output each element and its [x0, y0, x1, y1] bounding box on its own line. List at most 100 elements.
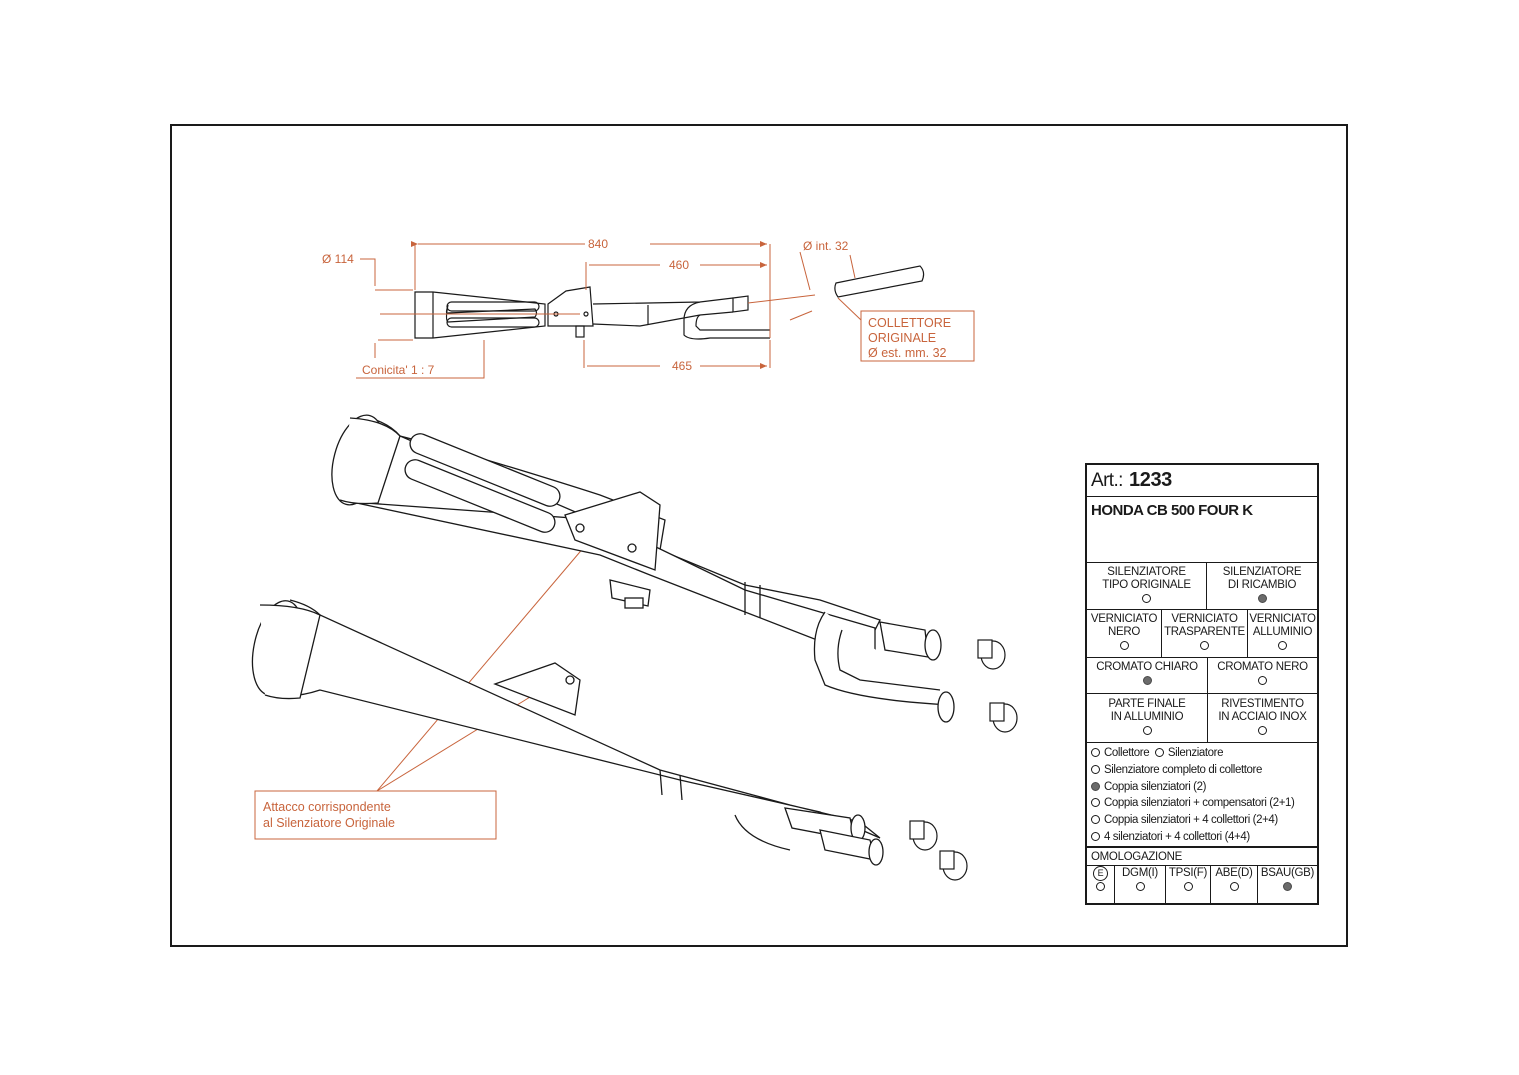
option-label: DI RICAMBIO — [1227, 579, 1297, 592]
dim-465: 465 — [669, 360, 696, 372]
option-label: SILENZIATORE — [1222, 566, 1302, 578]
option-label: ALLUMINIO — [1252, 626, 1313, 639]
option-label: TRASPARENTE — [1164, 626, 1245, 639]
option-label: Silenziatore completo di collettore — [1104, 764, 1262, 776]
attachment-callout: Attacco corrispondente al Silenziatore O… — [263, 800, 395, 831]
article-label: Art.: — [1091, 470, 1123, 491]
silencer-type-row: SILENZIATORE TIPO ORIGINALE SILENZIATORE… — [1087, 563, 1317, 610]
radio-empty-icon — [1278, 640, 1287, 650]
radio-filled-icon — [1142, 675, 1152, 685]
callout-line: Ø est. mm. 32 — [868, 346, 947, 360]
radio-filled-icon — [1257, 593, 1267, 603]
option-four-four[interactable]: 4 silenziatori + 4 collettori (4+4) — [1091, 831, 1250, 844]
chrome-row: CROMATO CHIARO CROMATO NERO — [1087, 658, 1317, 694]
callout-line: COLLETTORE — [868, 316, 952, 330]
chrome-black-option[interactable]: CROMATO NERO — [1208, 658, 1317, 693]
option-label: RIVESTIMENTO — [1221, 698, 1304, 710]
radio-empty-icon — [1142, 593, 1151, 603]
option-label: 4 silenziatori + 4 collettori (4+4) — [1104, 831, 1250, 843]
lower-silencer — [251, 599, 884, 866]
option-label: Coppia silenziatori + 4 collettori (2+4) — [1104, 814, 1278, 826]
radio-empty-icon — [1096, 882, 1105, 892]
silencer-original-option[interactable]: SILENZIATORE TIPO ORIGINALE — [1087, 563, 1207, 609]
callout-line: al Silenziatore Originale — [263, 815, 396, 830]
finish-row: PARTE FINALE IN ALLUMINIO RIVESTIMENTO I… — [1087, 694, 1317, 743]
option-label: CROMATO CHIARO — [1096, 661, 1198, 673]
option-label: VERNICIATO — [1249, 613, 1316, 625]
option-pair-collectors[interactable]: Coppia silenziatori + 4 collettori (2+4) — [1091, 814, 1278, 827]
article-row: Art.: 1233 — [1087, 465, 1317, 497]
option-label: SILENZIATORE — [1107, 566, 1186, 578]
radio-empty-icon — [1091, 815, 1100, 825]
clamps — [909, 639, 1018, 881]
radio-empty-icon — [1119, 640, 1129, 650]
option-label: Collettore — [1104, 747, 1150, 759]
option-label: TIPO ORIGINALE — [1102, 579, 1191, 592]
radio-empty-icon — [1258, 725, 1267, 735]
radio-filled-icon — [1283, 881, 1292, 891]
option-label: TPSI(F) — [1168, 867, 1208, 879]
option-label: BSAU(GB) — [1260, 867, 1315, 879]
paint-transparent-option[interactable]: VERNICIATO TRASPARENTE — [1162, 610, 1248, 657]
homologation-e[interactable]: E — [1087, 865, 1115, 903]
option-pair-compensators[interactable]: Coppia silenziatori + compensatori (2+1) — [1091, 797, 1295, 810]
option-collector[interactable]: Collettore Silenziatore — [1091, 747, 1224, 760]
dim-inner-diameter: Ø int. 32 — [803, 239, 849, 253]
radio-empty-icon — [1200, 640, 1209, 650]
option-label: DGM(I) — [1122, 867, 1158, 879]
option-label: CROMATO NERO — [1217, 661, 1308, 673]
option-complete-silencer[interactable]: Silenziatore completo di collettore — [1091, 764, 1262, 777]
radio-empty-icon — [1135, 881, 1145, 891]
option-label: VERNICIATO — [1171, 613, 1238, 625]
radio-empty-icon — [1229, 881, 1239, 891]
model-name: HONDA CB 500 FOUR K — [1091, 502, 1253, 519]
radio-empty-icon — [1258, 675, 1267, 685]
homologation-tpsi[interactable]: TPSI(F) — [1166, 865, 1211, 903]
option-label: NERO — [1107, 626, 1141, 639]
drawing-frame — [170, 124, 1348, 947]
paint-black-option[interactable]: VERNICIATO NERO — [1087, 610, 1162, 657]
homologation-bsau[interactable]: BSAU(GB) — [1258, 865, 1317, 903]
collector-callout: COLLETTORE ORIGINALE Ø est. mm. 32 — [868, 316, 951, 361]
callout-line: ORIGINALE — [868, 331, 937, 345]
homologation-abe[interactable]: ABE(D) — [1211, 865, 1258, 903]
dim-460: 460 — [666, 259, 693, 271]
finish-stainless-option[interactable]: RIVESTIMENTO IN ACCIAIO INOX — [1208, 694, 1317, 742]
spec-card: Art.: 1233 HONDA CB 500 FOUR K SILENZIAT… — [1085, 463, 1319, 905]
dim-840: 840 — [585, 238, 612, 250]
option-pair[interactable]: Coppia silenziatori (2) — [1091, 781, 1207, 794]
paint-row: VERNICIATO NERO VERNICIATO TRASPARENTE V… — [1087, 610, 1317, 658]
option-label: PARTE FINALE — [1108, 698, 1186, 710]
homologation-title: OMOLOGAZIONE — [1091, 851, 1182, 863]
package-options: Collettore Silenziatore Silenziatore com… — [1087, 743, 1317, 847]
dim-diameter-114: Ø 114 — [322, 252, 354, 266]
upper-silencer — [331, 414, 955, 723]
dimension-lines — [254, 241, 975, 840]
article-number: 1233 — [1129, 469, 1172, 491]
homologation-dgm[interactable]: DGM(I) — [1115, 865, 1166, 903]
option-label: Coppia silenziatori (2) — [1104, 781, 1207, 793]
finish-aluminium-option[interactable]: PARTE FINALE IN ALLUMINIO — [1087, 694, 1208, 742]
radio-empty-icon — [1091, 765, 1100, 775]
radio-empty-icon — [1091, 748, 1100, 758]
divider — [1087, 865, 1317, 866]
chrome-light-option[interactable]: CROMATO CHIARO — [1087, 658, 1208, 693]
option-label: VERNICIATO — [1090, 613, 1158, 625]
paint-aluminium-option[interactable]: VERNICIATO ALLUMINIO — [1248, 610, 1317, 657]
radio-empty-icon — [1091, 832, 1100, 842]
radio-empty-icon — [1091, 798, 1100, 808]
callout-line: Attacco corrispondente — [263, 800, 391, 814]
clamp — [989, 702, 1018, 733]
option-label: IN ALLUMINIO — [1110, 711, 1184, 724]
radio-empty-icon — [1142, 725, 1152, 735]
option-label: Silenziatore — [1167, 747, 1224, 759]
option-label: ABE(D) — [1215, 867, 1253, 879]
radio-empty-icon — [1183, 881, 1193, 891]
radio-empty-icon — [1154, 748, 1164, 758]
silencer-replacement-option[interactable]: SILENZIATORE DI RICAMBIO — [1207, 563, 1317, 609]
option-label: Coppia silenziatori + compensatori (2+1) — [1104, 797, 1295, 809]
radio-filled-icon — [1091, 782, 1100, 792]
divider — [1087, 847, 1317, 848]
homologation-row: E DGM(I) TPSI(F) ABE(D) BSAU(GB) — [1087, 865, 1317, 903]
side-view — [414, 265, 925, 340]
